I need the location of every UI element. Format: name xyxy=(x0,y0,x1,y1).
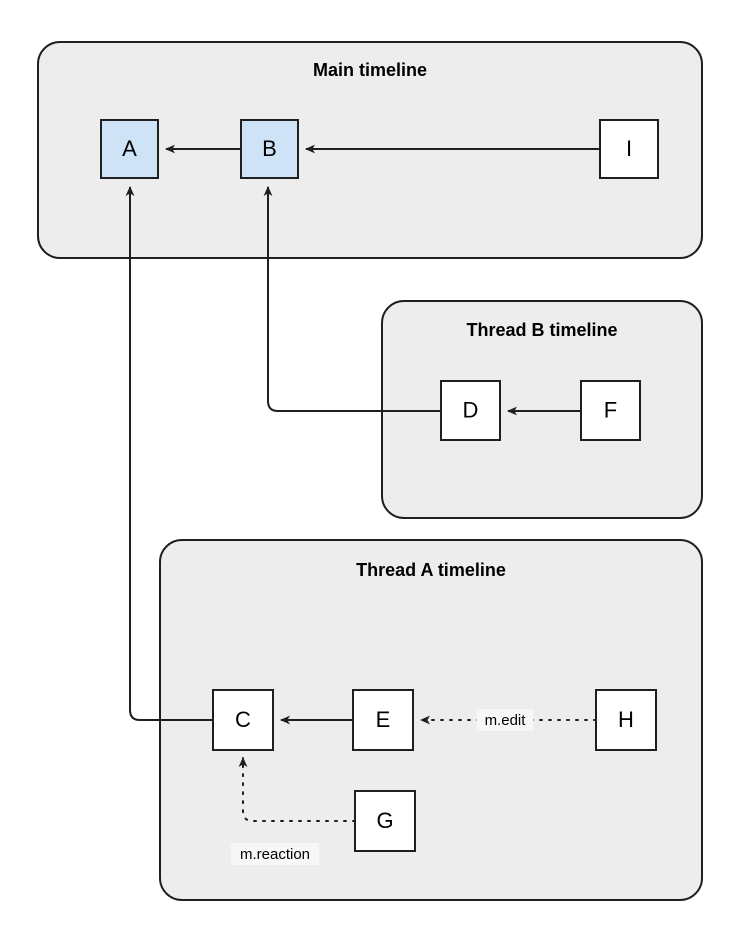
event-node-label-H: H xyxy=(618,707,634,732)
event-node-label-C: C xyxy=(235,707,251,732)
event-node-F[interactable] xyxy=(580,380,641,441)
edges xyxy=(125,144,600,822)
event-node-H[interactable] xyxy=(595,689,657,751)
event-node-label-B: B xyxy=(262,136,277,161)
event-node-I[interactable] xyxy=(599,119,659,179)
timeline-group-thread-b xyxy=(381,300,703,519)
event-node-label-A: A xyxy=(122,136,137,161)
event-node-B[interactable] xyxy=(240,119,299,179)
edge-label-H-E: m.edit xyxy=(485,712,527,729)
event-node-label-G: G xyxy=(376,808,393,833)
edge-label-halo-G-C xyxy=(231,843,319,865)
edge-C-A xyxy=(125,186,213,721)
edge-G-C xyxy=(238,757,356,822)
edge-label-G-C: m.reaction xyxy=(240,846,310,863)
event-node-label-F: F xyxy=(604,397,617,422)
timeline-group-title-thread-b: Thread B timeline xyxy=(466,320,617,340)
event-node-A[interactable] xyxy=(100,119,159,179)
event-nodes: A B I D F C E H G xyxy=(100,119,659,852)
edge-labels: m.edit m.reaction xyxy=(231,709,534,865)
event-node-label-I: I xyxy=(626,136,632,161)
event-node-E[interactable] xyxy=(352,689,414,751)
timeline-group-title-main: Main timeline xyxy=(313,60,427,80)
event-node-C[interactable] xyxy=(212,689,274,751)
edge-D-B xyxy=(263,186,441,412)
event-node-label-E: E xyxy=(376,707,391,732)
event-node-label-D: D xyxy=(463,397,479,422)
edge-label-halo-H-E xyxy=(476,709,534,731)
event-node-D[interactable] xyxy=(440,380,501,441)
event-node-G[interactable] xyxy=(354,790,416,852)
timeline-group-title-thread-a: Thread A timeline xyxy=(356,560,506,580)
